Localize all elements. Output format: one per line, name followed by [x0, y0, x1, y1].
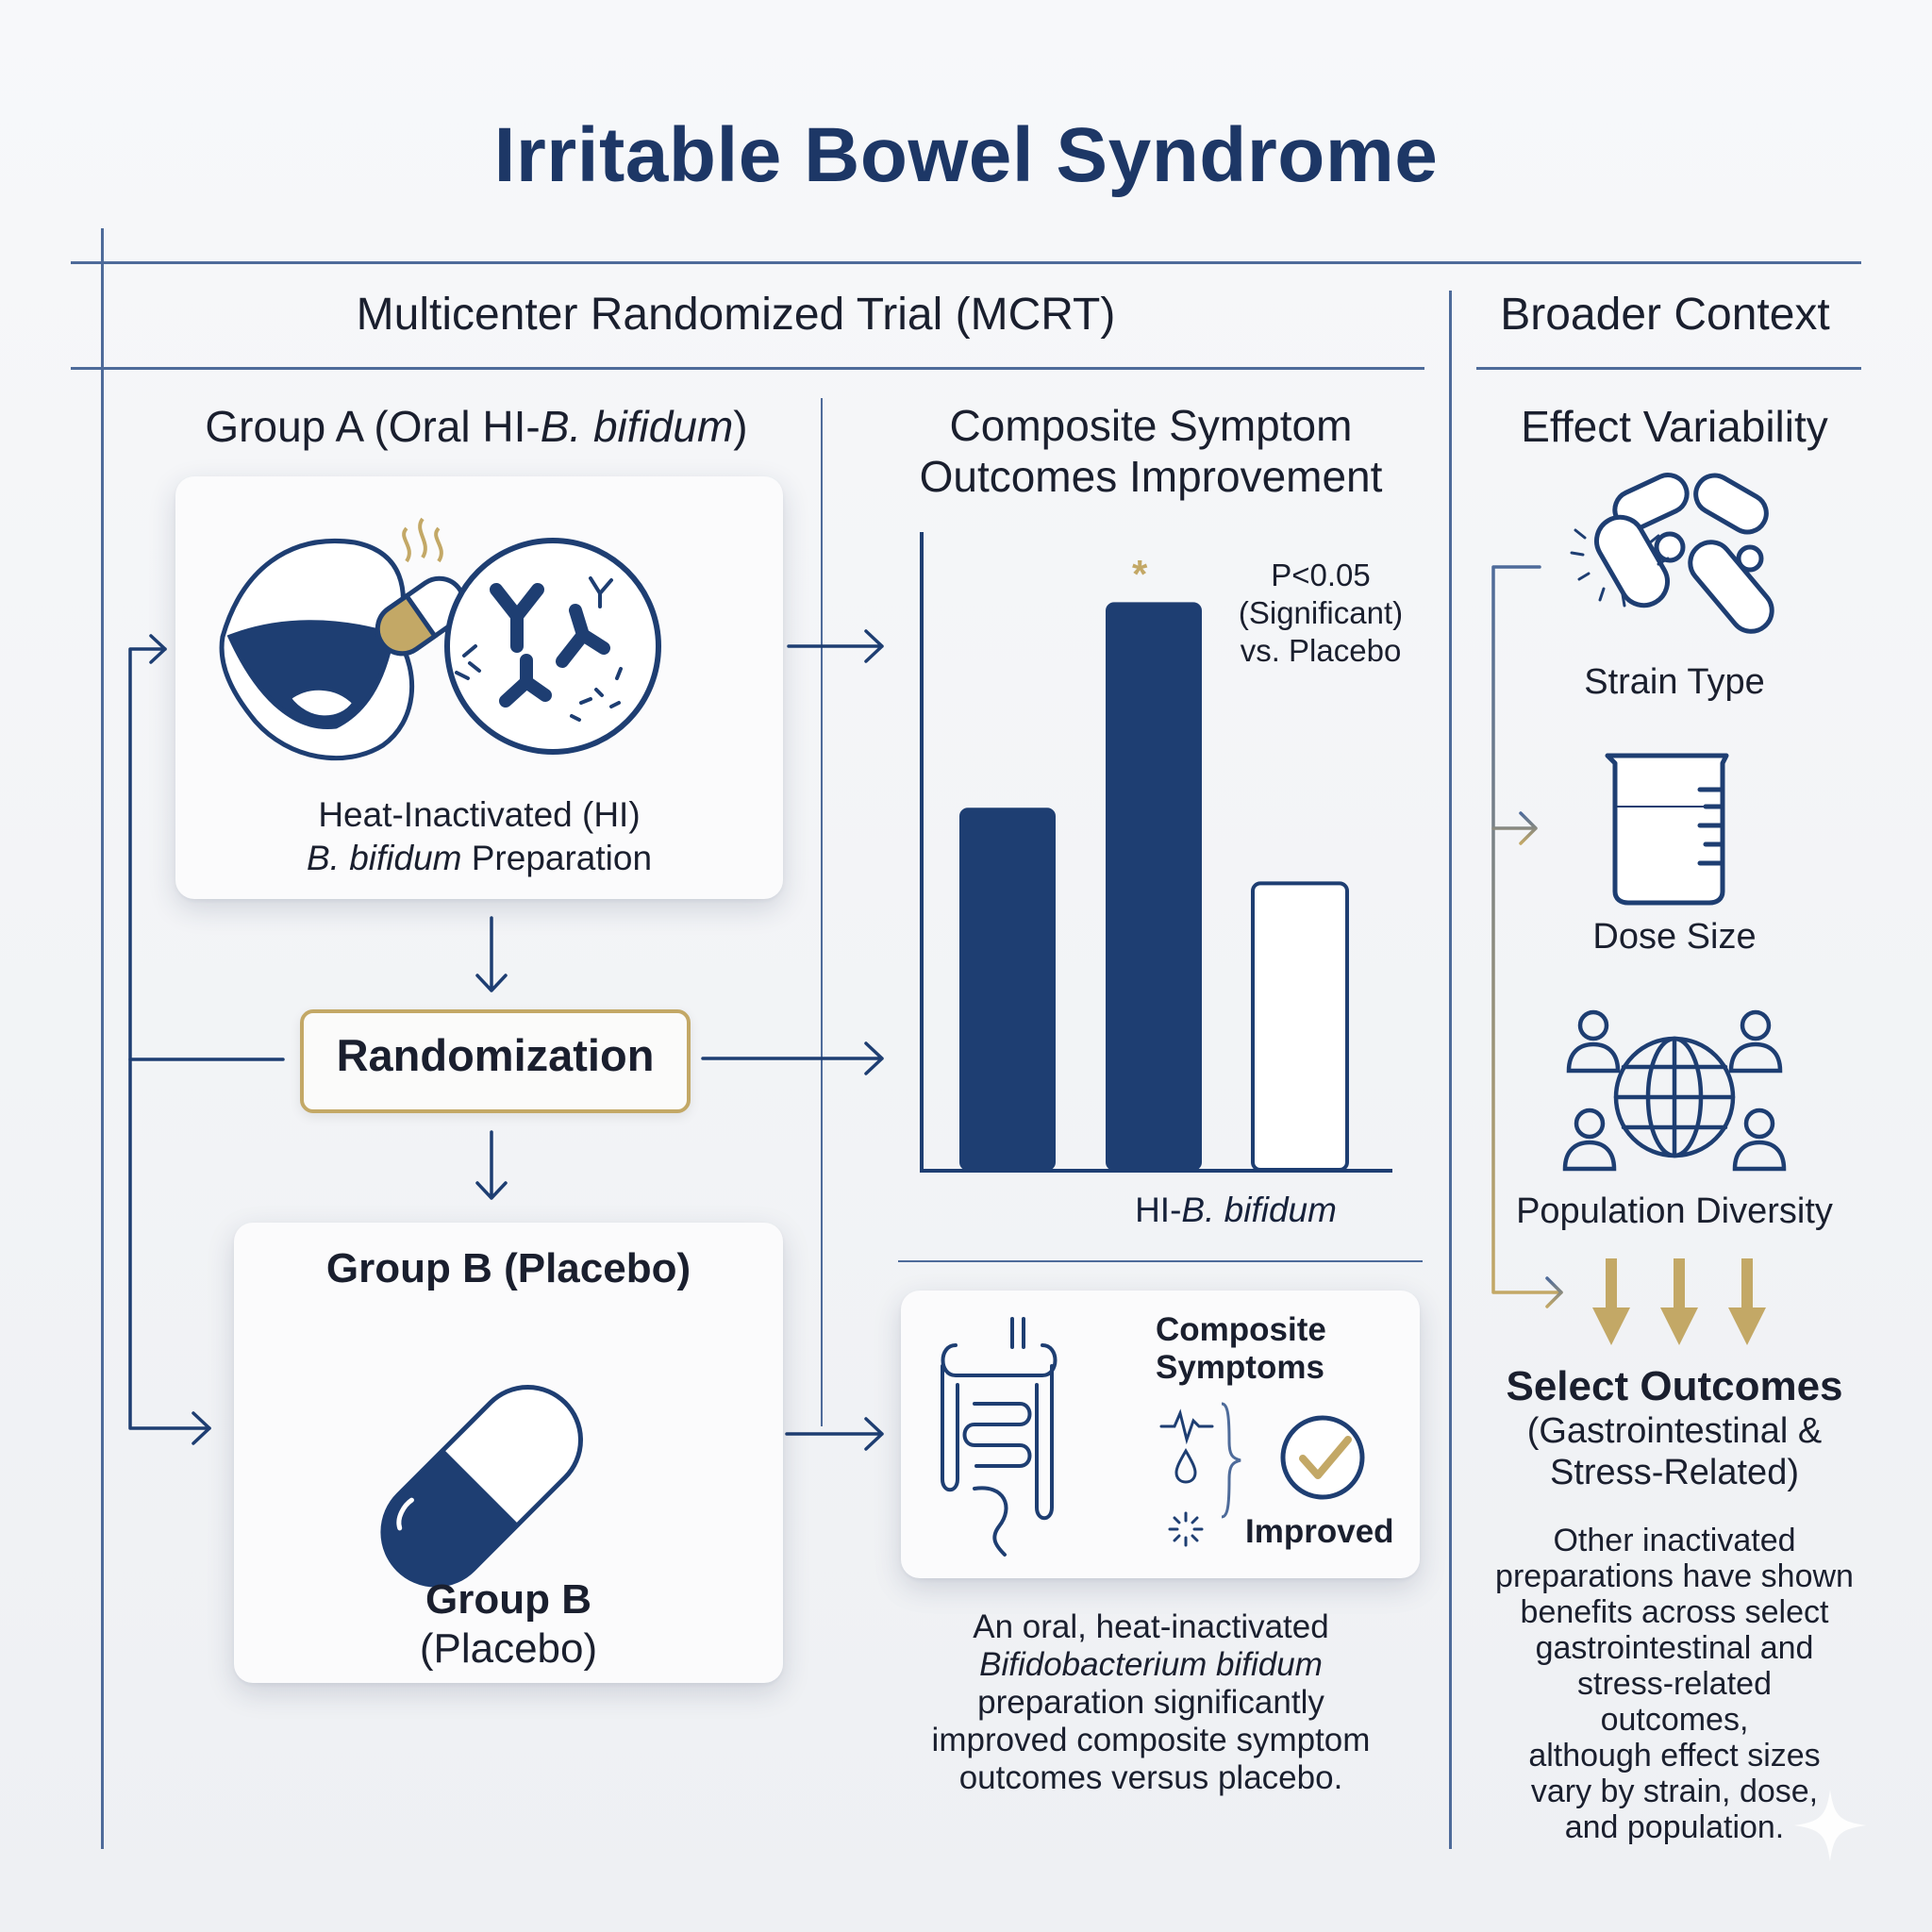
chart-bar-3 [1251, 881, 1349, 1172]
group-a-title-close: ) [733, 402, 748, 451]
summary-line3: preparation significantly [977, 1684, 1324, 1721]
sparkle-watermark-icon [1794, 1790, 1866, 1861]
trial-header: Multicenter Randomized Trial (MCRT) [356, 290, 1116, 340]
chart-x-label-species: B. bifidum [1181, 1191, 1337, 1229]
chart-bar-1 [959, 808, 1056, 1171]
droplet-icon [1174, 1448, 1197, 1484]
column-divider [821, 398, 823, 1426]
group-a-caption: Heat-Inactivated (HI) B. bifidum Prepara… [175, 793, 783, 880]
group-a-caption-species: B. bifidum [306, 839, 462, 877]
symptoms-title-line1: Composite [1156, 1311, 1326, 1348]
factor-label-population: Population Diversity [1516, 1191, 1833, 1231]
group-a-caption-rest: Preparation [461, 839, 653, 877]
group-b-label-line2: (Placebo) [419, 1625, 598, 1672]
globe-people-icon [1562, 1009, 1787, 1172]
arrow-to-group-a [149, 634, 167, 664]
note-line: although effect sizes [1528, 1738, 1821, 1774]
note-line: and population. [1564, 1809, 1785, 1845]
context-header-divider [1476, 367, 1861, 370]
note-line: outcomes, [1600, 1702, 1749, 1738]
chart-title: Composite Symptom Outcomes Improvement [919, 401, 1383, 501]
group-a-title-text: Group A (Oral HI- [205, 402, 541, 451]
note-line: stress-related [1577, 1666, 1772, 1702]
arrow-to-group-b [192, 1411, 211, 1445]
context-note: Other inactivated preparations have show… [1460, 1523, 1889, 1845]
group-a-card: Heat-Inactivated (HI) B. bifidum Prepara… [175, 476, 783, 899]
significance-line3: vs. Placebo [1240, 633, 1402, 668]
factor-label-dose: Dose Size [1592, 917, 1757, 957]
symptoms-title-line2: Symptoms [1156, 1349, 1324, 1386]
bacteria-magnified-icon [444, 538, 661, 755]
capsule-icon [375, 575, 467, 657]
note-line: benefits across select [1520, 1594, 1829, 1630]
arrow-down-to-group-b [475, 1130, 508, 1200]
chart-bar-2 [1106, 602, 1202, 1171]
significance-marker: * [1132, 552, 1148, 596]
arrow-group-b-to-symptoms [785, 1417, 884, 1451]
arrow-group-a-to-chart [787, 629, 884, 663]
placebo-capsule-icon [380, 1385, 583, 1588]
mouth-icon [219, 539, 415, 761]
symptom-icons [1159, 1408, 1214, 1547]
variability-title: Effect Variability [1521, 402, 1828, 451]
top-divider [71, 261, 1861, 264]
beaker-icon [1605, 753, 1729, 906]
randomization-box: Randomization [300, 1009, 691, 1113]
summary-line5: outcomes versus placebo. [958, 1759, 1343, 1796]
bacteria-icon [1570, 473, 1774, 634]
symptoms-brace [1221, 1402, 1241, 1519]
significance-line2: (Significant) [1238, 595, 1404, 630]
trial-summary: An oral, heat-inactivated Bifidobacteriu… [896, 1608, 1406, 1797]
group-a-title-species: B. bifidum [540, 402, 734, 451]
context-header: Broader Context [1500, 290, 1830, 340]
group-b-label-line1: Group B [425, 1576, 591, 1623]
factor-label-strain: Strain Type [1584, 662, 1765, 702]
heartbeat-icon [1159, 1408, 1214, 1445]
arrow-randomization-to-chart [701, 1041, 884, 1075]
group-b-label: Group B (Placebo) [234, 1575, 783, 1674]
chart-x-label-prefix: HI- [1135, 1191, 1182, 1229]
symptoms-title: Composite Symptoms [1156, 1311, 1401, 1387]
sparkle-icon [1168, 1511, 1204, 1547]
symptoms-illustration [941, 1317, 1365, 1557]
summary-line4: improved composite symptom [931, 1722, 1371, 1758]
outcomes-subtitle-line1: (Gastrointestinal & [1526, 1411, 1823, 1451]
group-a-title: Group A (Oral HI-B. bifidum) [151, 401, 802, 452]
context-divider [1449, 291, 1452, 1849]
arrow-down-to-randomization [475, 916, 508, 992]
left-bracket-line [128, 647, 211, 1430]
note-line: preparations have shown [1495, 1558, 1854, 1594]
chart-x-label: HI-B. bifidum [1094, 1191, 1377, 1230]
significance-note: P<0.05 (Significant) vs. Placebo [1217, 557, 1424, 670]
summary-line2: Bifidobacterium bifidum [979, 1646, 1323, 1683]
check-circle-icon [1280, 1415, 1365, 1500]
summary-line1: An oral, heat-inactivated [973, 1608, 1329, 1645]
page-title: Irritable Bowel Syndrome [493, 112, 1439, 198]
group-b-card: Group B (Placebo) Group B (Placebo) [234, 1223, 783, 1683]
symptoms-result: Improved [1245, 1513, 1394, 1550]
outcomes-subtitle: (Gastrointestinal & Stress-Related) [1467, 1410, 1882, 1493]
heat-waves-icon [402, 517, 443, 563]
chart-divider [898, 1260, 1423, 1262]
symptoms-card: Composite Symptoms Improved [901, 1291, 1420, 1578]
bar-chart [920, 532, 1392, 1173]
intestine-icon [941, 1317, 1058, 1557]
group-b-title: Group B (Placebo) [325, 1245, 691, 1291]
group-a-caption-line1: Heat-Inactivated (HI) [318, 795, 641, 834]
note-line: vary by strain, dose, [1530, 1774, 1819, 1809]
down-arrows-icon [1592, 1258, 1766, 1345]
outcomes-title: Select Outcomes [1506, 1363, 1843, 1409]
note-line: Other inactivated [1553, 1523, 1796, 1558]
significance-line1: P<0.05 [1271, 558, 1371, 592]
outcomes-subtitle-line2: Stress-Related) [1550, 1453, 1799, 1492]
trial-header-divider [71, 367, 1424, 370]
group-a-illustration [219, 517, 661, 761]
left-margin-line [101, 228, 104, 1849]
context-bracket [1491, 565, 1563, 1308]
note-line: gastrointestinal and [1535, 1630, 1814, 1666]
